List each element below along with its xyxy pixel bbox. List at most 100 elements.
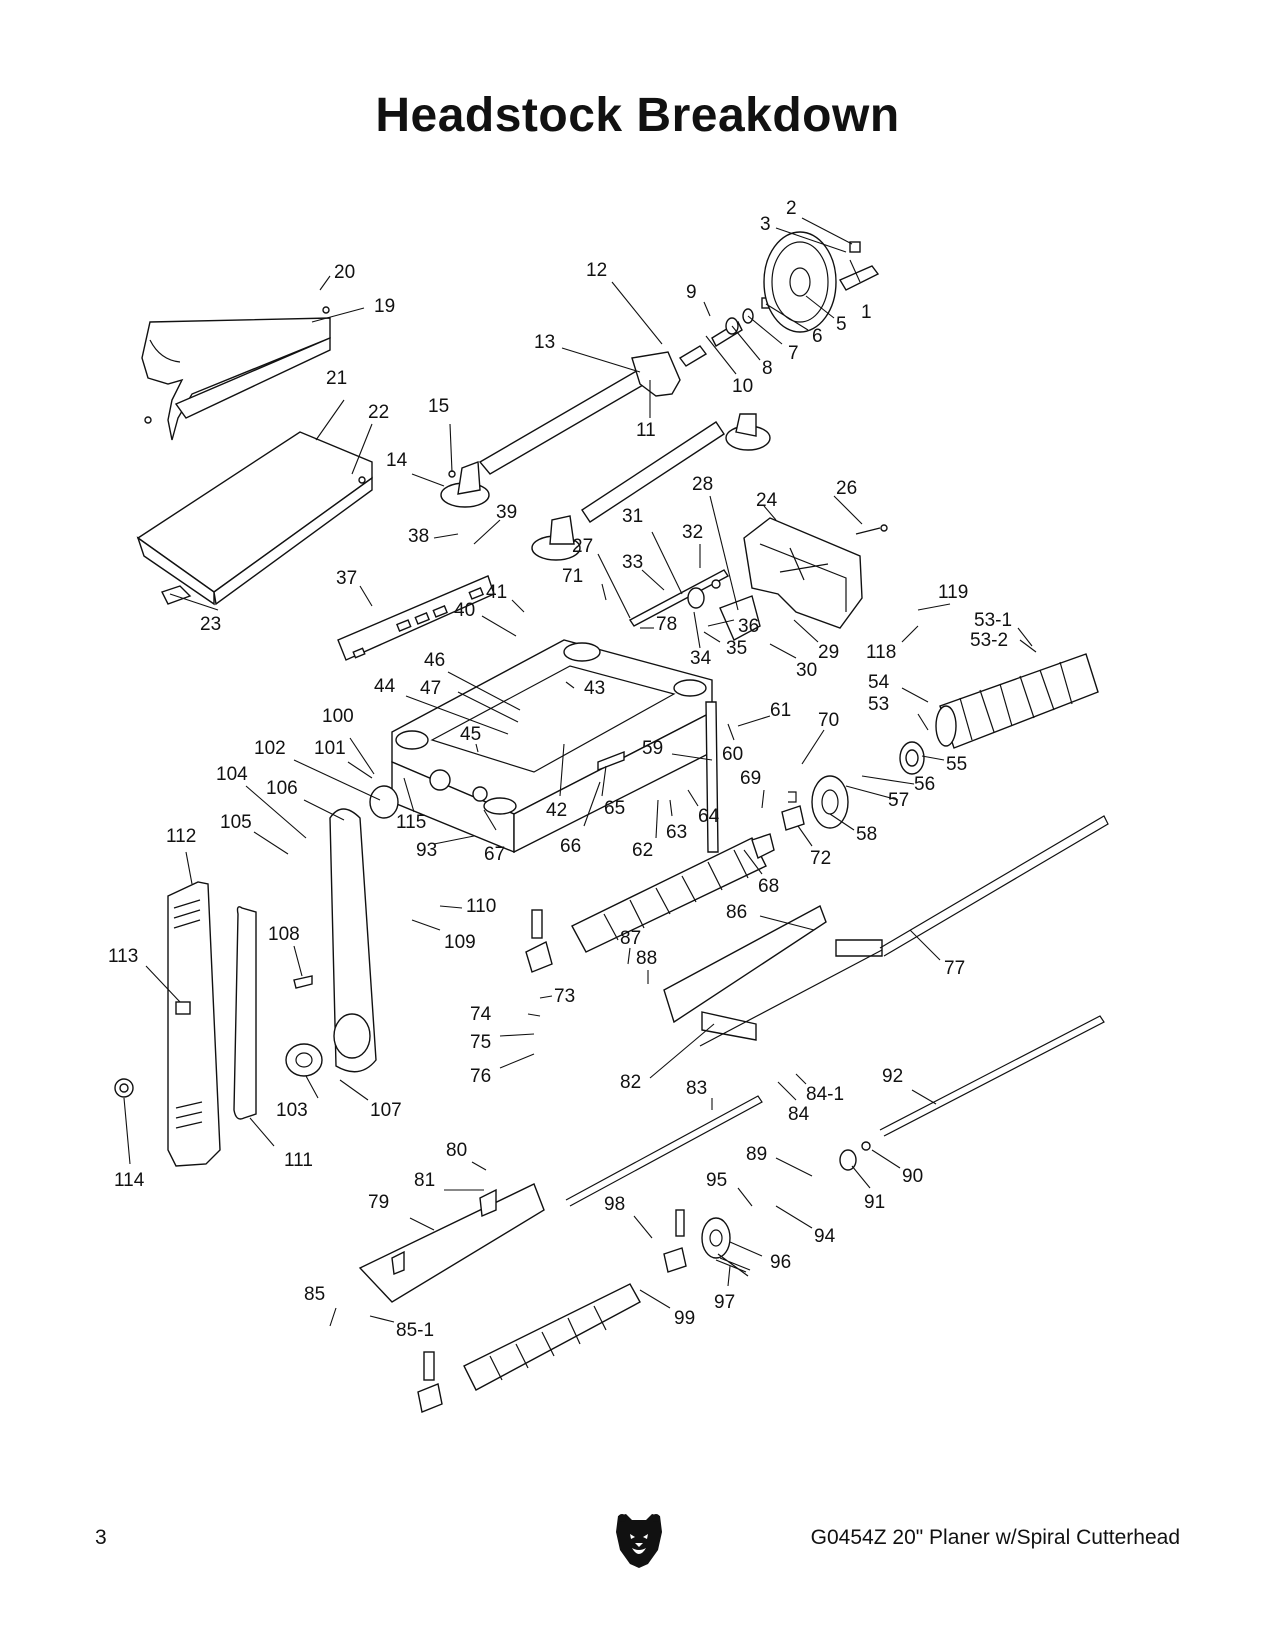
- callout-76: 76: [470, 1066, 491, 1087]
- callout-89: 89: [746, 1144, 767, 1165]
- callout-73: 73: [554, 986, 575, 1007]
- callout-37: 37: [336, 568, 357, 589]
- callout-68: 68: [758, 876, 779, 897]
- callout-110: 110: [466, 896, 496, 917]
- callout-20: 20: [334, 262, 355, 283]
- callout-34: 34: [690, 648, 712, 669]
- callout-35: 35: [726, 638, 747, 659]
- callout-119: 119: [938, 582, 968, 603]
- callout-33: 33: [622, 552, 643, 573]
- callout-96: 96: [770, 1252, 791, 1273]
- callout-6: 6: [812, 326, 823, 347]
- callout-8: 8: [762, 358, 773, 379]
- callout-1: 1: [861, 302, 872, 323]
- table-part: [136, 431, 373, 606]
- callout-83: 83: [686, 1078, 707, 1099]
- callout-103: 103: [276, 1100, 308, 1121]
- callout-66: 66: [560, 836, 581, 857]
- callout-53: 53: [868, 694, 889, 715]
- bear-head-logo: [616, 1514, 662, 1568]
- callout-67: 67: [484, 844, 505, 865]
- callout-77: 77: [944, 958, 965, 979]
- callout-12: 12: [586, 260, 607, 281]
- callout-3: 3: [760, 214, 771, 235]
- callout-114: 114: [114, 1170, 145, 1191]
- callout-54: 54: [868, 672, 890, 693]
- callout-47: 47: [420, 678, 441, 699]
- lower-shaft-part: [531, 413, 771, 561]
- cover-plate-part: [337, 575, 495, 661]
- cutterhead-part: [899, 653, 1099, 775]
- callout-13: 13: [534, 332, 555, 353]
- callout-29: 29: [818, 642, 839, 663]
- callout-30: 30: [796, 660, 817, 681]
- chip-breaker-part: [663, 815, 1109, 1047]
- callout-41: 41: [486, 582, 507, 603]
- callout-64: 64: [698, 806, 720, 827]
- belt-arm-part: [329, 808, 377, 1073]
- callout-53-1: 53-1: [974, 610, 1012, 631]
- headstock-frame-part: [391, 639, 713, 854]
- callout-74: 74: [470, 1004, 492, 1025]
- callout-59: 59: [642, 738, 663, 759]
- callout-43: 43: [584, 678, 605, 699]
- callout-72: 72: [810, 848, 831, 869]
- callout-95: 95: [706, 1170, 727, 1191]
- callout-60: 60: [722, 744, 743, 765]
- callout-84-1: 84-1: [806, 1084, 844, 1105]
- pulley-part: [285, 785, 399, 1077]
- callout-87: 87: [620, 928, 641, 949]
- callout-101: 101: [314, 738, 346, 759]
- callout-85-1: 85-1: [396, 1320, 434, 1341]
- callout-56: 56: [914, 774, 935, 795]
- callout-31: 31: [622, 506, 643, 527]
- page-title: Headstock Breakdown: [375, 89, 900, 142]
- callout-75: 75: [470, 1032, 491, 1053]
- callout-58: 58: [856, 824, 877, 845]
- callout-9: 9: [686, 282, 697, 303]
- callout-115: 115: [396, 812, 426, 833]
- footer-model-name: G0454Z 20" Planer w/Spiral Cutterhead: [810, 1526, 1180, 1549]
- callout-10: 10: [732, 376, 753, 397]
- callout-118: 118: [866, 642, 896, 663]
- callout-79: 79: [368, 1192, 389, 1213]
- callout-93: 93: [416, 840, 437, 861]
- callout-55: 55: [946, 754, 967, 775]
- infeed-roller-part: [525, 833, 775, 973]
- chip-deflector-part: [597, 701, 719, 853]
- long-rods-part: [565, 1015, 1105, 1207]
- callout-71: 71: [562, 566, 583, 587]
- outfeed-roller-part: [417, 1209, 751, 1413]
- drive-gear-part: [781, 775, 849, 831]
- callout-82: 82: [620, 1072, 641, 1093]
- callout-22: 22: [368, 402, 389, 423]
- dust-hood-part: [141, 306, 331, 441]
- callout-80: 80: [446, 1140, 467, 1161]
- callout-86: 86: [726, 902, 747, 923]
- callout-92: 92: [882, 1066, 903, 1087]
- callout-108: 108: [268, 924, 300, 945]
- callout-32: 32: [682, 522, 703, 543]
- drive-belt-part: [233, 906, 257, 1120]
- callout-53-2: 53-2: [970, 630, 1008, 651]
- callout-100: 100: [322, 706, 354, 727]
- callout-15: 15: [428, 396, 449, 417]
- callout-62: 62: [632, 840, 653, 861]
- callout-2: 2: [786, 198, 797, 219]
- callout-113: 113: [108, 946, 138, 967]
- callout-24: 24: [756, 490, 778, 511]
- callout-84: 84: [788, 1104, 810, 1125]
- callout-38: 38: [408, 526, 429, 547]
- callout-11: 11: [636, 420, 656, 441]
- callout-90: 90: [902, 1166, 923, 1187]
- callout-102: 102: [254, 738, 286, 759]
- callout-61: 61: [770, 700, 791, 721]
- knob-part: [114, 1078, 134, 1098]
- callout-27: 27: [572, 536, 593, 557]
- callout-81: 81: [414, 1170, 435, 1191]
- callout-107: 107: [370, 1100, 402, 1121]
- upper-shaft-part: [440, 297, 771, 508]
- callout-39: 39: [496, 502, 517, 523]
- callout-85: 85: [304, 1284, 325, 1305]
